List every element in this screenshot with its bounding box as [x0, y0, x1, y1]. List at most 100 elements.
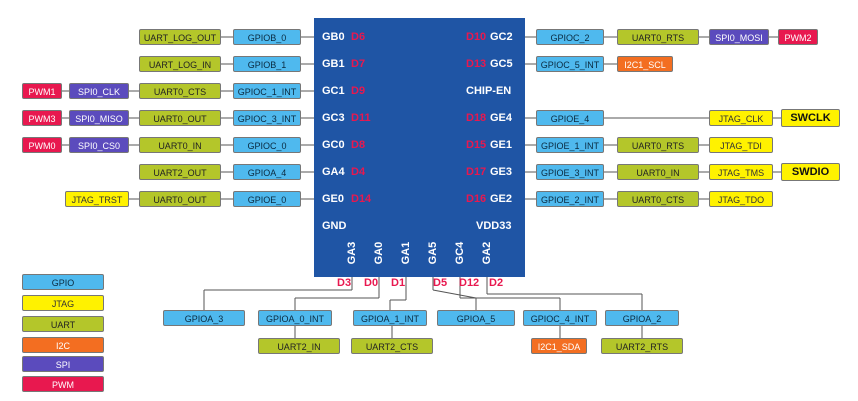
label-gpiob-0: GPIOB_0 [233, 29, 301, 45]
dnum-d3: D3 [337, 277, 352, 289]
label-gpioc-3-int: GPIOC_3_INT [233, 110, 301, 126]
label-spi0-miso: SPI0_MISO [69, 110, 129, 126]
label-uart2-rts: UART2_RTS [601, 338, 683, 354]
label-uart0-rts-2: UART0_RTS [617, 137, 699, 153]
label-i2c1-sda: I2C1_SDA [531, 338, 587, 354]
label-uart0-cts-2: UART0_CTS [617, 191, 699, 207]
label-gpioc-2: GPIOC_2 [536, 29, 604, 45]
label-pwm0: PWM0 [22, 137, 62, 153]
dnum-d9: D9 [351, 85, 366, 97]
label-uart0-in: UART0_IN [139, 137, 221, 153]
dnum-d4: D4 [351, 166, 366, 178]
label-gpioc-0: GPIOC_0 [233, 137, 301, 153]
label-pwm1: PWM1 [22, 83, 62, 99]
pin-ge2: GE2 [490, 193, 513, 205]
pin-gc4: GC4 [454, 241, 466, 265]
pin-vdd33: VDD33 [476, 220, 512, 232]
label-gpioe-1-int: GPIOE_1_INT [536, 137, 604, 153]
pin-ga2: GA2 [481, 241, 493, 265]
dnum-d13: D13 [466, 58, 487, 70]
label-uart2-out: UART2_OUT [139, 164, 221, 180]
dnum-d17: D17 [466, 166, 487, 178]
label-pwm2: PWM2 [778, 29, 818, 45]
label-uart-log-out: UART_LOG_OUT [139, 29, 221, 45]
legend-pwm: PWM [22, 376, 104, 392]
label-gpioe-0: GPIOE_0 [233, 191, 301, 207]
label-uart0-out: UART0_OUT [139, 110, 221, 126]
dnum-d16: D16 [466, 193, 487, 205]
legend-spi: SPI [22, 356, 104, 372]
pin-ge4: GE4 [490, 112, 513, 124]
label-i2c1-scl: I2C1_SCL [617, 56, 673, 72]
label-swdio: SWDIO [781, 163, 840, 181]
legend-gpio: GPIO [22, 274, 104, 290]
label-jtag-tdi: JTAG_TDI [709, 137, 773, 153]
label-uart2-in: UART2_IN [258, 338, 340, 354]
pin-ga4: GA4 [322, 166, 345, 178]
dnum-d1: D1 [391, 277, 406, 289]
label-gpiob-1: GPIOB_1 [233, 56, 301, 72]
legend-jtag: JTAG [22, 295, 104, 311]
pin-chip-en: CHIP-EN [466, 85, 512, 97]
chip-body [314, 18, 525, 277]
dnum-d2: D2 [489, 277, 504, 289]
label-gpioa-2: GPIOA_2 [605, 310, 679, 326]
dnum-d15: D15 [466, 139, 487, 151]
label-uart2-cts: UART2_CTS [351, 338, 433, 354]
label-gpioa-4: GPIOA_4 [233, 164, 301, 180]
dnum-d12: D12 [459, 277, 480, 289]
dnum-d10: D10 [466, 31, 487, 43]
label-swclk: SWCLK [781, 109, 840, 127]
label-jtag-clk: JTAG_CLK [709, 110, 773, 126]
label-jtag-trst: JTAG_TRST [65, 191, 129, 207]
label-pwm3: PWM3 [22, 110, 62, 126]
legend-uart: UART [22, 316, 104, 332]
label-uart0-in-2: UART0_IN [617, 164, 699, 180]
label-gpioa-0-int: GPIOA_0_INT [258, 310, 332, 326]
label-spi0-cs0: SPI0_CS0 [69, 137, 129, 153]
pin-gc3: GC3 [322, 112, 345, 124]
pin-gb1: GB1 [322, 58, 345, 70]
pin-gc1: GC1 [322, 85, 345, 97]
label-spi0-mosi: SPI0_MOSI [709, 29, 769, 45]
pin-ga0: GA0 [373, 241, 385, 265]
pin-gc0: GC0 [322, 139, 345, 151]
label-gpioe-4: GPIOE_4 [536, 110, 604, 126]
label-gpioa-5: GPIOA_5 [437, 310, 515, 326]
pin-gc5: GC5 [490, 58, 513, 70]
label-jtag-tdo: JTAG_TDO [709, 191, 773, 207]
route-ga5 [432, 289, 477, 299]
label-spi0-clk: SPI0_CLK [69, 83, 129, 99]
label-gpioe-2-int: GPIOE_2_INT [536, 191, 604, 207]
dnum-d8: D8 [351, 139, 366, 151]
pin-ge3: GE3 [490, 166, 513, 178]
label-gpioe-3-int: GPIOE_3_INT [536, 164, 604, 180]
label-gpioa-3: GPIOA_3 [163, 310, 245, 326]
pin-ga1: GA1 [400, 241, 412, 265]
label-gpioc-1-int: GPIOC_1_INT [233, 83, 301, 99]
pin-gc2: GC2 [490, 31, 513, 43]
label-uart0-rts: UART0_RTS [617, 29, 699, 45]
pin-ge0: GE0 [322, 193, 345, 205]
pin-ga5: GA5 [427, 241, 439, 265]
label-uart0-cts: UART0_CTS [139, 83, 221, 99]
dnum-d6: D6 [351, 31, 366, 43]
pin-gnd: GND [322, 220, 347, 232]
dnum-d7: D7 [351, 58, 366, 70]
dnum-d14: D14 [351, 193, 372, 205]
label-uart-log-in: UART_LOG_IN [139, 56, 221, 72]
label-jtag-tms: JTAG_TMS [709, 164, 773, 180]
pin-gb0: GB0 [322, 31, 345, 43]
label-gpioc-4-int: GPIOC_4_INT [523, 310, 597, 326]
dnum-d11: D11 [351, 112, 371, 124]
pin-ga3: GA3 [346, 241, 358, 265]
dnum-d0: D0 [364, 277, 379, 289]
pin-ge1: GE1 [490, 139, 513, 151]
label-gpioa-1-int: GPIOA_1_INT [353, 310, 427, 326]
dnum-d18: D18 [466, 112, 487, 124]
dnum-d5: D5 [433, 277, 448, 289]
label-uart0-out-2: UART0_OUT [139, 191, 221, 207]
label-gpioc-5-int: GPIOC_5_INT [536, 56, 604, 72]
legend-i2c: I2C [22, 337, 104, 353]
